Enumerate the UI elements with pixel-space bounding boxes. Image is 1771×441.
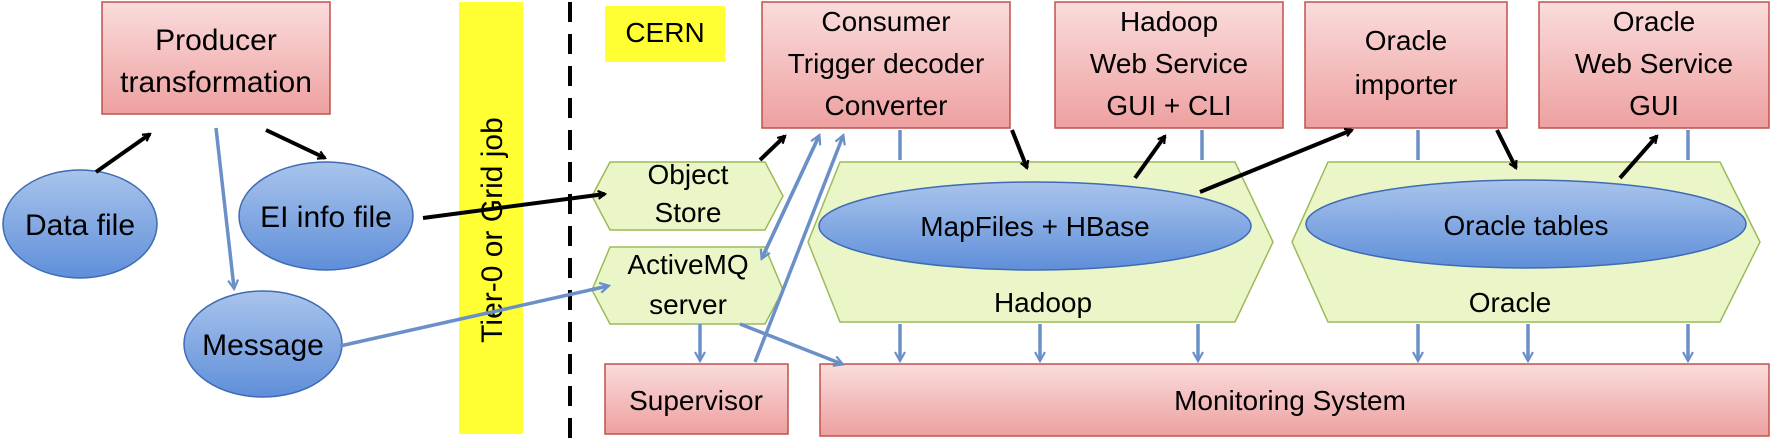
arrow-datafile-to-producer bbox=[94, 132, 150, 174]
oracle-label: Oracle bbox=[1469, 287, 1551, 318]
arrow-supervisor-to-consumer bbox=[753, 136, 843, 363]
message-node: Message bbox=[183, 290, 343, 398]
arrow-oracle-to-webservice bbox=[1618, 136, 1659, 180]
oracle-web-service-box: Oracle Web Service GUI bbox=[1538, 1, 1770, 129]
hadoop-ws-line3: GUI + CLI bbox=[1106, 90, 1231, 121]
hadoop-cluster: MapFiles + HBase Hadoop bbox=[807, 161, 1274, 323]
oracle-ws-line3: GUI bbox=[1629, 90, 1679, 121]
data-file-label: Data file bbox=[25, 209, 135, 242]
arrow-importer-to-oracle bbox=[1495, 129, 1518, 168]
ei-info-file-label: EI info file bbox=[260, 201, 392, 234]
cern-badge: CERN bbox=[605, 6, 725, 62]
hadoop-web-service-box: Hadoop Web Service GUI + CLI bbox=[1054, 1, 1284, 129]
supervisor-box: Supervisor bbox=[604, 363, 789, 435]
message-label: Message bbox=[202, 329, 324, 362]
mapfiles-hbase-label: MapFiles + HBase bbox=[920, 211, 1150, 242]
activemq-server-node: ActiveMQ server bbox=[591, 246, 784, 325]
tier0-grid-job-bar: Tier-0 or Grid job bbox=[459, 2, 523, 434]
arrow-producer-to-message bbox=[214, 127, 234, 288]
hadoop-ws-line2: Web Service bbox=[1090, 48, 1248, 79]
arrow-eiinfo-to-objectstore bbox=[422, 194, 605, 220]
data-file-node: Data file bbox=[2, 169, 158, 279]
black-arrows bbox=[94, 128, 1659, 220]
arrow-hadoop-to-webservice bbox=[1133, 136, 1167, 180]
arrow-message-to-activemq bbox=[339, 286, 608, 348]
mapfiles-hbase-store bbox=[818, 181, 1252, 271]
producer-transformation-box: Producer transformation bbox=[101, 1, 331, 115]
object-store-node: Object Store bbox=[591, 159, 784, 231]
activemq-line2: server bbox=[649, 289, 727, 320]
arrow-producer-to-eiinfo bbox=[265, 128, 325, 160]
oracle-ws-line2: Web Service bbox=[1575, 48, 1733, 79]
oracle-tables-store bbox=[1305, 179, 1747, 269]
object-store-line2: Store bbox=[655, 197, 722, 228]
hadoop-ws-line1: Hadoop bbox=[1120, 6, 1218, 37]
arrow-activemq-to-monitoring bbox=[739, 322, 842, 364]
arrow-hadoop-to-oracle-importer bbox=[1199, 130, 1352, 194]
hadoop-label: Hadoop bbox=[994, 287, 1092, 318]
arrow-consumer-to-activemq bbox=[762, 135, 821, 258]
activemq-line1: ActiveMQ bbox=[627, 249, 748, 280]
cern-label: CERN bbox=[625, 17, 704, 48]
consumer-line3: Converter bbox=[825, 90, 948, 121]
arrow-consumer-to-hadoop bbox=[1010, 129, 1027, 168]
ei-info-file-node: EI info file bbox=[238, 161, 414, 271]
consumer-box: Consumer Trigger decoder Converter bbox=[761, 1, 1011, 129]
oracle-cluster: Oracle tables Oracle bbox=[1291, 161, 1761, 323]
tier0-label: Tier-0 or Grid job bbox=[476, 117, 509, 343]
monitoring-system-box: Monitoring System bbox=[819, 363, 1770, 437]
oracle-importer-line1: Oracle bbox=[1365, 25, 1447, 56]
blue-arrows bbox=[214, 127, 1688, 364]
supervisor-label: Supervisor bbox=[629, 385, 763, 416]
oracle-importer-box: Oracle importer bbox=[1304, 1, 1508, 129]
oracle-tables-label: Oracle tables bbox=[1444, 210, 1609, 241]
consumer-line1: Consumer bbox=[821, 6, 950, 37]
monitoring-label: Monitoring System bbox=[1174, 385, 1406, 416]
producer-line2: transformation bbox=[120, 66, 312, 99]
arrow-objectstore-to-consumer bbox=[758, 136, 785, 162]
oracle-ws-line1: Oracle bbox=[1613, 6, 1695, 37]
oracle-importer-line2: importer bbox=[1355, 69, 1458, 100]
consumer-line2: Trigger decoder bbox=[788, 48, 985, 79]
producer-line1: Producer bbox=[155, 24, 277, 57]
object-store-line1: Object bbox=[648, 159, 729, 190]
